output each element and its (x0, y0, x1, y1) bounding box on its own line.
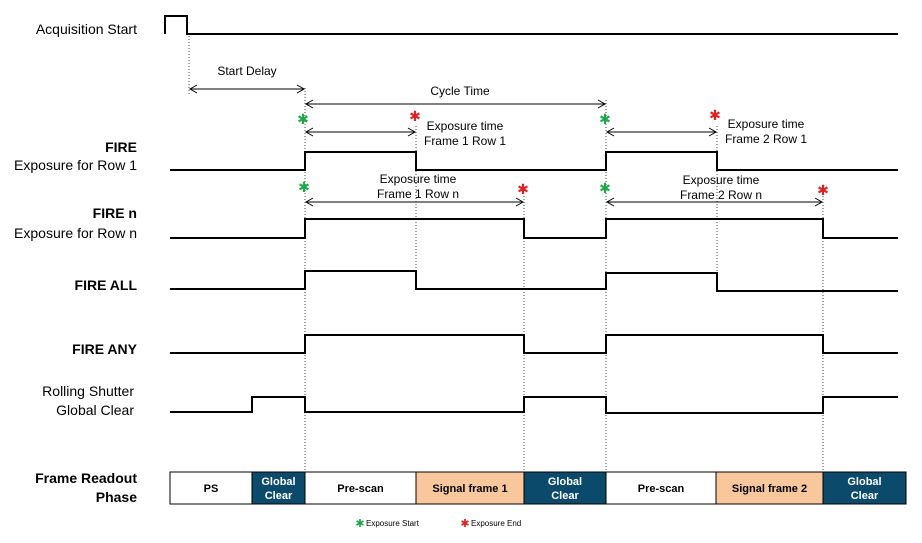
waveform-fire (170, 151, 898, 171)
phase-segment (822, 471, 907, 505)
waveform-fire-any (170, 334, 898, 354)
label-rolling-shutter: Rolling Shutter (42, 383, 134, 399)
phase-segment (169, 471, 253, 505)
label-acquisition-start: Acquisition Start (36, 21, 137, 37)
label-global-clear: Global Clear (56, 402, 134, 418)
exposure-f1r1-label: Exposure time (427, 119, 504, 133)
label-fire-any: FIRE ANY (72, 341, 137, 357)
exposure-end-marker: ✱ (709, 108, 721, 124)
label-fire-all: FIRE ALL (75, 277, 138, 293)
arrowhead (304, 197, 314, 207)
exposure-f1r1-sub: Frame 1 Row 1 (424, 134, 506, 148)
phase-segment-label: Clear (851, 490, 879, 502)
waveform-fire-all (170, 270, 898, 292)
legend-exposure-start: Exposure Start (366, 519, 420, 528)
exposure-end-marker: ✱ (517, 182, 529, 198)
label-fire-n: FIRE n (93, 205, 137, 221)
waveform-rolling-shutter (170, 396, 898, 414)
waveform-fire-n (170, 218, 898, 239)
exposure-start-marker: ✱ (599, 181, 611, 197)
arrowhead (188, 84, 198, 94)
phase-segment-label: Pre-scan (638, 483, 685, 495)
phase-segment-label: Pre-scan (337, 483, 384, 495)
phase-segment-label: Global (261, 476, 295, 488)
legend-start-marker: ✱ (355, 517, 364, 530)
arrowhead (605, 127, 615, 137)
legend-end-marker: ✱ (460, 517, 469, 530)
waveform-acquisition-start (164, 15, 898, 35)
phase-segment (415, 471, 525, 505)
exposure-start-marker: ✱ (599, 112, 611, 128)
phase-segment-label: Clear (551, 490, 579, 502)
phase-segment-label: Signal frame 2 (732, 483, 807, 495)
phase-segment (605, 471, 717, 505)
arrowhead (814, 197, 824, 207)
exposure-f1rn-label: Exposure time (380, 172, 457, 186)
arrowhead (597, 99, 607, 109)
exposure-f2rn-label: Exposure time (683, 173, 760, 187)
exposure-f1rn-sub: Frame 1 Row n (377, 187, 459, 201)
label-fire-sub: Exposure for Row 1 (14, 157, 137, 173)
phase-segment-label: Clear (265, 490, 293, 502)
arrowhead (407, 127, 417, 137)
arrowhead (304, 127, 314, 137)
label-fire-n-sub: Exposure for Row n (14, 225, 137, 241)
phase-segment-label: PS (204, 483, 219, 495)
arrowhead (605, 197, 615, 207)
arrowhead (708, 127, 718, 137)
exposure-f2r1-sub: Frame 2 Row 1 (725, 132, 807, 146)
exposure-f2r1-label: Exposure time (728, 117, 805, 131)
legend-exposure-end: Exposure End (471, 519, 521, 528)
exposure-start-marker: ✱ (298, 180, 310, 196)
phase-segment-label: Signal frame 1 (432, 483, 507, 495)
phase-segment-label: Global (548, 476, 582, 488)
exposure-end-marker: ✱ (409, 109, 421, 125)
arrowhead (296, 84, 306, 94)
label-phase: Phase (96, 489, 137, 505)
exposure-end-marker: ✱ (817, 183, 829, 199)
phase-segment (523, 471, 607, 505)
label-fire: FIRE (105, 139, 137, 155)
exposure-f2rn-sub: Frame 2 Row n (680, 188, 762, 202)
arrowhead (304, 99, 314, 109)
cycle-time-label: Cycle Time (430, 84, 490, 98)
exposure-start-marker: ✱ (297, 112, 309, 128)
phase-segment-label: Global (847, 476, 881, 488)
label-frame-readout: Frame Readout (35, 470, 137, 486)
start-delay-label: Start Delay (217, 64, 276, 78)
arrowhead (515, 197, 525, 207)
